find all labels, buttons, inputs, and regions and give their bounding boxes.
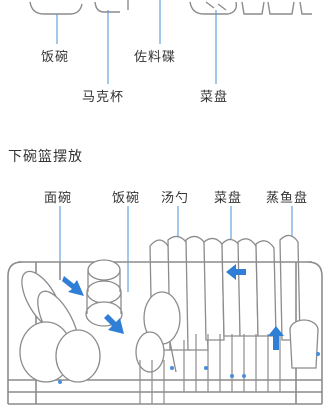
label-dish-plate-bottom: 菜盘 <box>214 191 243 206</box>
rice-bowls <box>85 259 123 327</box>
soup-spoons <box>135 291 181 373</box>
placement-arrows <box>62 264 284 350</box>
arrow-plate-left-icon <box>226 264 246 280</box>
arrow-rice-bowl-icon <box>104 314 124 334</box>
upper-rack-partial <box>29 0 312 15</box>
top-leader-lines <box>56 0 217 84</box>
arrow-noodle-bowl-icon <box>62 276 84 296</box>
label-soup-spoon: 汤勺 <box>161 191 190 206</box>
label-condiment-dish: 佐料碟 <box>134 50 177 65</box>
label-mug: 马克杯 <box>82 90 125 105</box>
section-heading-lower-rack: 下碗篮摆放 <box>8 149 83 165</box>
fish-plate-bowl <box>289 319 319 369</box>
rack-tines <box>139 334 281 404</box>
label-noodle-bowl: 面碗 <box>44 191 73 206</box>
label-rice-bowl-bottom: 饭碗 <box>112 191 141 206</box>
label-fish-plate: 蒸鱼盘 <box>266 191 309 206</box>
label-dish-plate-top: 菜盘 <box>200 90 229 105</box>
arrow-plate-up-icon <box>268 326 284 350</box>
noodle-bowls <box>19 270 101 383</box>
label-rice-bowl-top: 饭碗 <box>41 50 70 65</box>
tine-markers <box>58 352 320 384</box>
